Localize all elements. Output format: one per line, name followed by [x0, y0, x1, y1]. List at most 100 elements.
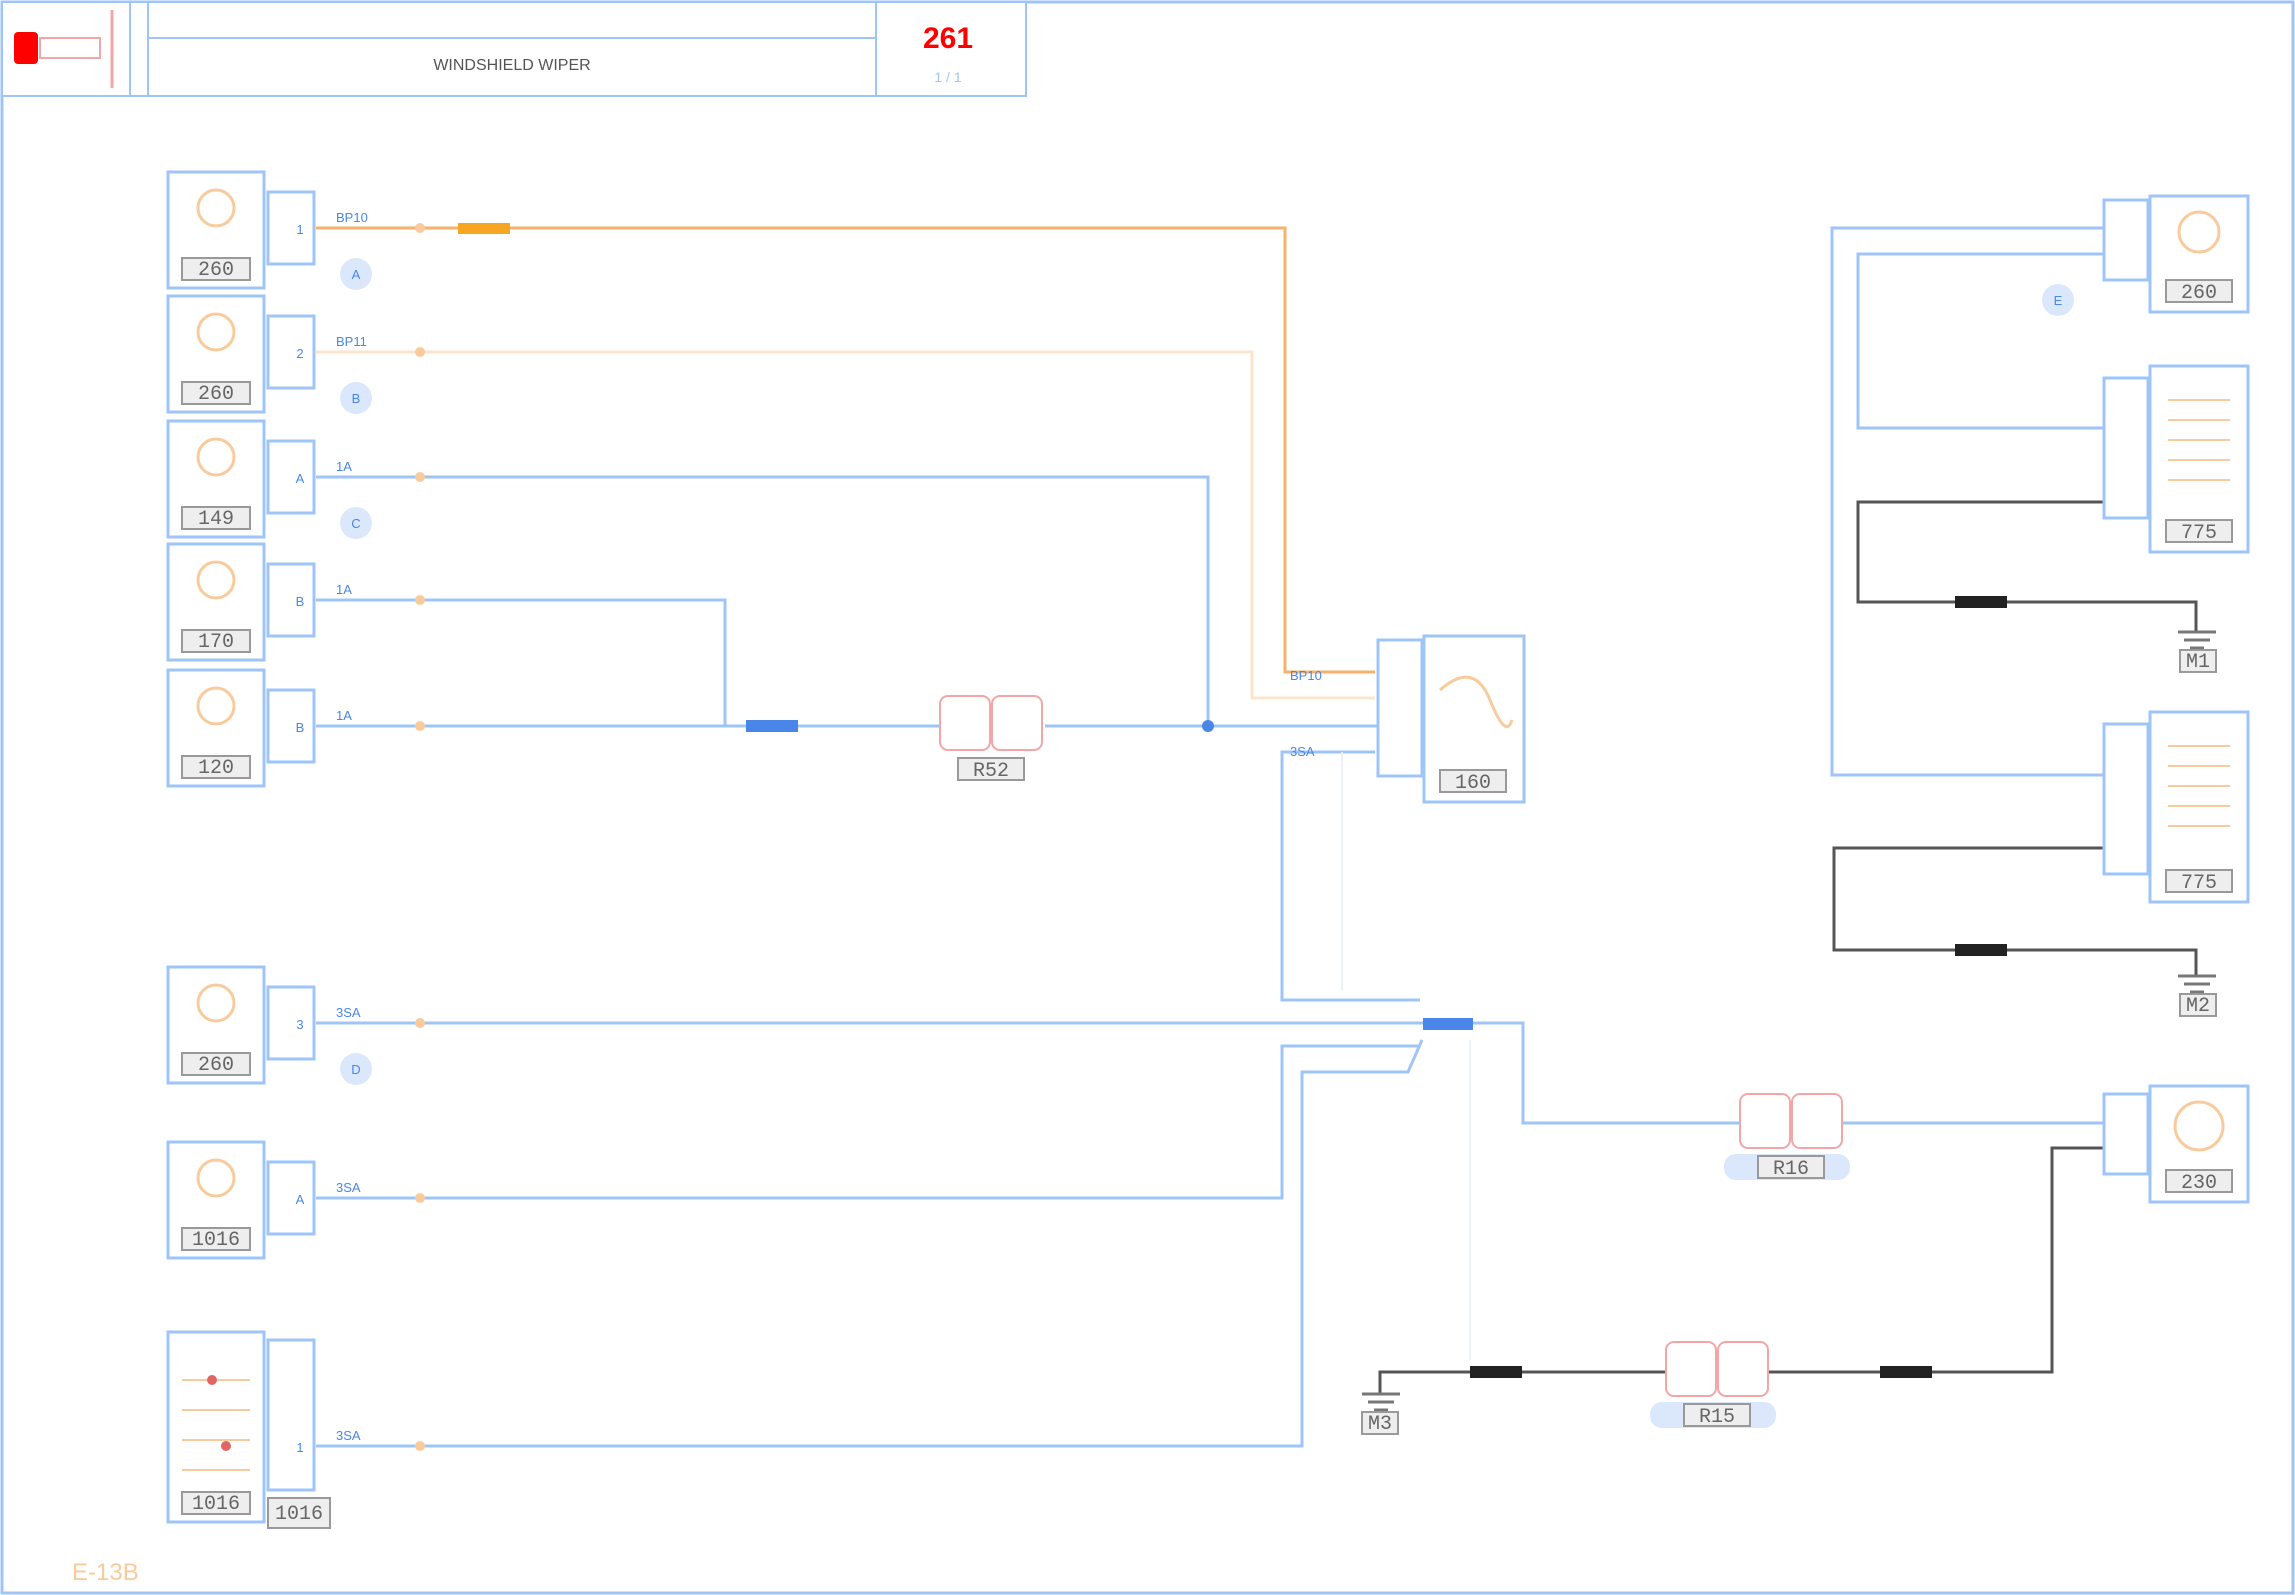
component-code-box: [181, 506, 251, 530]
wire-terminal: [415, 223, 425, 233]
wire-label: 3SA: [336, 1180, 361, 1195]
wire-1a-mid: [316, 598, 727, 726]
page-code: 261: [923, 22, 973, 55]
callout-label: B: [352, 391, 361, 406]
callout-label: D: [351, 1062, 360, 1077]
right-component-775-b: 775: [2102, 710, 2250, 904]
component-symbol: [196, 437, 236, 477]
wire-e-outer: [1830, 226, 2104, 777]
component-symbol: [196, 1158, 236, 1198]
wire-terminal: [415, 1018, 425, 1028]
component-body: [166, 1330, 266, 1524]
component-pinbox: [266, 190, 316, 266]
splice-bp10: [458, 223, 510, 234]
component-pinbox: [266, 439, 316, 515]
aux-box-label: 1016: [275, 1503, 323, 1526]
wire-label: 3SA: [336, 1428, 361, 1443]
pin-label: 1: [296, 1440, 303, 1455]
wire-label: 1A: [336, 708, 352, 723]
wire-3sa-up: [1280, 750, 1420, 1002]
component-code: 775: [2181, 872, 2217, 895]
component-dot: [221, 1441, 231, 1451]
wire-label: BP11: [336, 334, 367, 349]
callout-label: C: [351, 516, 360, 531]
component-pinbox: [266, 688, 316, 764]
callout-label: A: [352, 267, 361, 282]
component-pinbox: [266, 562, 316, 638]
diagram-title: WINDSHIELD WIPER: [433, 57, 590, 74]
connector-r16: R16: [1724, 1093, 1850, 1181]
pin-label: 2: [296, 346, 303, 361]
ground-label: M1: [2186, 651, 2210, 674]
wire-terminal: [415, 595, 425, 605]
connector-r52: R52: [939, 695, 1043, 783]
component-code: 1016: [192, 1493, 240, 1516]
ground-label: M3: [1368, 1413, 1392, 1436]
component-code: 260: [2181, 282, 2217, 305]
ground-1: M1: [2178, 630, 2217, 674]
logo-outline: [39, 37, 101, 59]
connector-r15: R15: [1650, 1341, 1776, 1429]
component-code-box: [181, 1227, 251, 1251]
junction-dot: [1202, 720, 1214, 732]
wire-bp10: [316, 226, 1375, 674]
connector-code: R15: [1699, 1406, 1735, 1429]
callout-circle: [340, 382, 372, 414]
wire-terminal: [415, 721, 425, 731]
splice-g3: [1470, 1366, 1522, 1378]
wire-terminal: [415, 472, 425, 482]
pin-label: A: [296, 1192, 305, 1207]
wire-3sa-3: [316, 1039, 1424, 1448]
wire-terminal: [415, 1193, 425, 1203]
left-component-c7: 1016 A 3SA: [166, 1140, 425, 1260]
wire-label: 1A: [336, 459, 352, 474]
component-code: 170: [198, 631, 234, 654]
right-component-230: 230: [2102, 1084, 2250, 1204]
left-component-c5: 120 B 1A: [166, 668, 425, 788]
splice-3sa: [1423, 1018, 1473, 1030]
component-code-box: [181, 1491, 251, 1515]
callout-circle: [340, 507, 372, 539]
component-code-box: [181, 257, 251, 281]
left-component-c8: 1016 1 3SA: [166, 1330, 425, 1524]
component-code: 120: [198, 757, 234, 780]
aux-box: [267, 1497, 331, 1529]
component-code-box: [181, 1052, 251, 1076]
wire-3sa-2: [316, 1044, 1420, 1200]
wire-1a-top: [316, 475, 1210, 726]
central-code: 160: [1455, 772, 1491, 795]
pin-label: B: [296, 720, 305, 735]
left-wires: [316, 223, 2105, 1448]
wire-ground-1: [1856, 500, 2198, 632]
central-wire-in: BP10: [1290, 668, 1322, 683]
page-sub: 1 / 1: [934, 69, 961, 85]
component-code: 260: [198, 1054, 234, 1077]
wire-ground-3: [1378, 1146, 2104, 1394]
component-pinbox: [266, 985, 316, 1061]
component-pinbox: [266, 1160, 316, 1236]
callout-circle: [340, 258, 372, 290]
wire-3sa-out: [1473, 1021, 1740, 1125]
connector-code: R16: [1773, 1158, 1809, 1181]
pin-label: B: [296, 594, 305, 609]
component-symbol: [196, 686, 236, 726]
component-code-box: [181, 755, 251, 779]
connector-code: R52: [973, 760, 1009, 783]
component-dot: [207, 1375, 217, 1385]
left-components: 2601BP10A2602BP11B149A1AC170B1A120B1A260…: [166, 170, 425, 1524]
wire-e-inner: [1856, 252, 2104, 430]
component-code: 1016: [192, 1229, 240, 1252]
component-code-box: [181, 381, 251, 405]
component-pinbox: [266, 1338, 316, 1492]
splice-g2: [1955, 944, 2007, 956]
splice-1a: [746, 720, 798, 732]
component-code: 775: [2181, 522, 2217, 545]
wire-label: 1A: [336, 582, 352, 597]
ground-3: M3: [1361, 1392, 1400, 1436]
logo-mark: [14, 32, 38, 64]
right-component-775-a: 775: [2102, 364, 2250, 554]
pin-label: A: [296, 471, 305, 486]
